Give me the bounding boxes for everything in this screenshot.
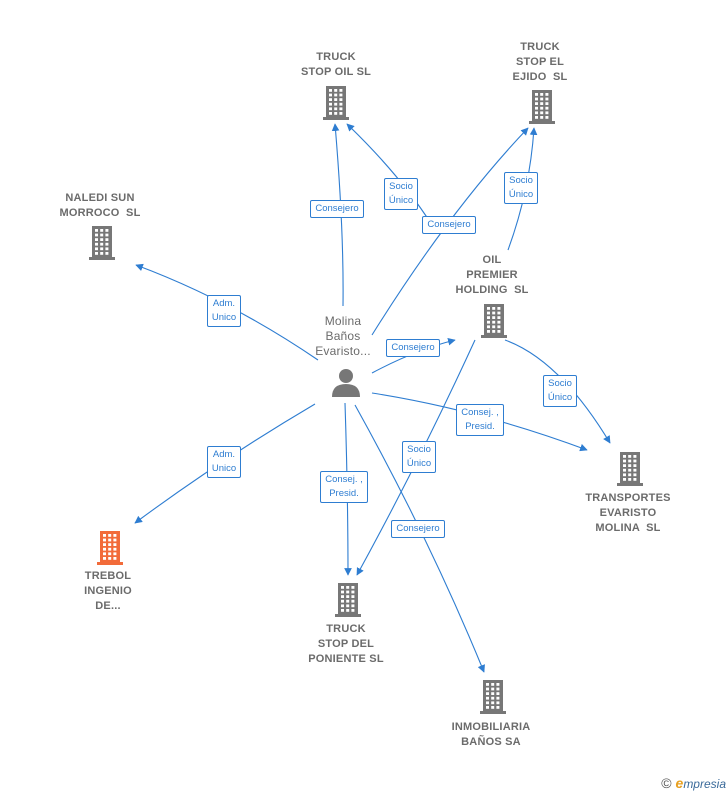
- edge-label[interactable]: Consejero: [386, 339, 440, 357]
- edge-label[interactable]: Consej. , Presid.: [320, 471, 368, 503]
- edge-label[interactable]: Socio Único: [383, 178, 419, 210]
- copyright-symbol: ©: [661, 775, 672, 791]
- building-icon: [617, 452, 643, 486]
- edge-label[interactable]: Adm. Unico: [206, 446, 242, 478]
- building-icon: [89, 226, 115, 260]
- building-icon: [323, 86, 349, 120]
- edge-label[interactable]: Socio Único: [401, 441, 437, 473]
- node-label-oil-premier[interactable]: OIL PREMIER HOLDING SL: [455, 254, 529, 296]
- building-icon: [480, 680, 506, 714]
- building-icon: [335, 583, 361, 617]
- edge-label[interactable]: Consejero: [391, 520, 445, 538]
- edge-label[interactable]: Consej. , Presid.: [456, 404, 504, 436]
- edge-label[interactable]: Consejero: [422, 216, 476, 234]
- footer-brand[interactable]: ©empresia: [661, 775, 726, 791]
- building-icon: [529, 90, 555, 124]
- node-label-truck-stop-ejido[interactable]: TRUCK STOP EL EJIDO SL: [512, 41, 568, 83]
- brand-name: mpresia: [683, 777, 726, 791]
- node-label-trebol[interactable]: TREBOL INGENIO DE...: [84, 570, 132, 612]
- edge-line: [354, 404, 485, 673]
- edge-line: [331, 123, 344, 307]
- person-icon: [332, 369, 360, 397]
- node-label-person[interactable]: Molina Baños Evaristo...: [315, 314, 371, 358]
- brand-initial: e: [675, 775, 684, 791]
- node-label-inmobiliaria[interactable]: INMOBILIARIA BAÑOS SA: [451, 721, 531, 748]
- node-label-truck-stop-poniente[interactable]: TRUCK STOP DEL PONIENTE SL: [308, 623, 384, 665]
- node-label-naledi[interactable]: NALEDI SUN MORROCO SL: [59, 192, 141, 219]
- edge-line: [346, 123, 433, 226]
- edge-label[interactable]: Consejero: [310, 200, 364, 218]
- building-icon: [481, 304, 507, 338]
- edge-label[interactable]: Adm. Unico: [206, 295, 242, 327]
- edge-label[interactable]: Socio Único: [542, 375, 578, 407]
- node-label-truck-stop-oil[interactable]: TRUCK STOP OIL SL: [300, 51, 372, 78]
- edge-label[interactable]: Socio Único: [503, 172, 539, 204]
- building-icon: [97, 531, 123, 565]
- node-label-transportes[interactable]: TRANSPORTES EVARISTO MOLINA SL: [585, 492, 671, 534]
